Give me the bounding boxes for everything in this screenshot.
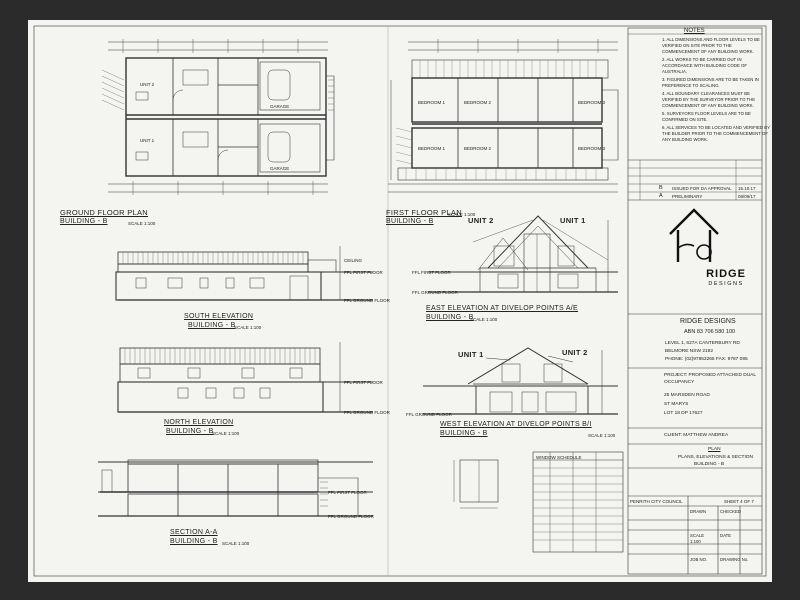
revision-date: 15.10.17 [738, 186, 756, 191]
north-elevation-title: NORTH ELEVATION [164, 419, 234, 426]
notes-list: 1. ALL DIMENSIONS AND FLOOR LEVELS TO BE… [662, 37, 770, 143]
level-ceiling-south: CEILING [344, 258, 363, 263]
job-number-label: JOB NO. [690, 557, 708, 562]
north-elevation-subtitle: BUILDING - B [166, 428, 214, 435]
note-item: 4. ALL BOUNDARY CLEARANCES MUST BE VERIF… [662, 91, 756, 108]
level-first-east: FFL FIRST FLOOR [412, 270, 451, 275]
note-item: 6. ALL SERVICES TO BE LOCATED AND VERIFI… [662, 125, 770, 142]
level-ground-section: FFL GROUND FLOOR [328, 514, 374, 519]
plan-label-bedroom-3: BEDROOM 3 [578, 100, 606, 105]
drawing-title-line-2: BUILDING - B [694, 462, 725, 467]
east-elevation-scale: SCALE 1:100 [470, 317, 498, 322]
notes-heading: NOTES [684, 28, 705, 34]
architectural-linework [33, 25, 767, 577]
ground-floor-plan-drawing [101, 39, 335, 195]
client-name: CLIENT: MATTHEW ANDREA [664, 433, 729, 438]
north-elevation-scale: SCALE 1:100 [212, 431, 240, 436]
first-floor-plan-title: FIRST FLOOR PLAN [386, 208, 462, 217]
east-elevation-title: EAST ELEVATION AT DIVELOP POINTS A/E [426, 305, 579, 312]
level-ground-south: FFL GROUND FLOOR [344, 298, 390, 303]
east-elevation-unit-left: UNIT 2 [468, 216, 494, 225]
north-elevation-drawing [117, 342, 373, 413]
window-schedule-drawing [453, 451, 624, 553]
first-floor-plan-drawing [388, 39, 619, 193]
level-first-section: FFL FIRST FLOOR [328, 490, 367, 495]
window-schedule-title: WINDOW SCHEDULE [536, 455, 582, 460]
west-elevation-title: WEST ELEVATION AT DIVELOP POINTS B/I [440, 421, 592, 428]
revision-desc: ISSUED FOR DA APPROVAL [672, 186, 732, 191]
first-floor-plan-subtitle: BUILDING - B [386, 218, 434, 225]
title-block-frame [627, 27, 763, 575]
plan-label-garage-lower: GARAGE [270, 166, 290, 171]
west-elevation-drawing [423, 347, 618, 415]
revision-desc: PRELIMINARY [672, 194, 703, 199]
drawing-heading: PLAN [708, 447, 721, 452]
site-lot: LOT 18 DP 17627 [664, 411, 703, 416]
firm-address-1: LEVEL 1, 627A CANTERBURY RD [665, 341, 740, 346]
firm-address-2: BELMORE NSW 2192 [665, 349, 713, 354]
west-elevation-scale: SCALE 1:100 [588, 433, 616, 438]
revision-rev: A [659, 193, 663, 199]
sheet-number: SHEET 4 OF 7 [724, 499, 754, 504]
plan-label-unit-2: UNIT 2 [140, 82, 155, 87]
ridge-designs-logo-mark [669, 208, 719, 262]
revision-date: 08/09/17 [738, 194, 756, 199]
firm-phone: PHONE: (02)97853265 FAX: 9787 095 [665, 357, 748, 362]
note-item: 1. ALL DIMENSIONS AND FLOOR LEVELS TO BE… [662, 37, 760, 54]
revision-rev: B [659, 185, 663, 191]
council-name: PENRITH CITY COUNCIL [630, 499, 683, 504]
south-elevation-subtitle: BUILDING - B [188, 322, 236, 329]
south-elevation-drawing [115, 246, 373, 301]
south-elevation-title: SOUTH ELEVATION [184, 313, 254, 320]
project-name: PROJECT: PROPOSED ATTACHED DUAL OCCUPANC… [664, 373, 756, 385]
level-ground-north: FFL GROUND FLOOR [344, 410, 390, 415]
site-address-1: 25 MARSDEN ROAD [664, 393, 710, 398]
drawing-title-line-1: PLANS, ELEVATIONS & SECTION [678, 455, 753, 460]
plan-label-bedroom-2: BEDROOM 2 [464, 100, 492, 105]
firm-abn: ABN 83 706 580 100 [684, 329, 736, 335]
drawn-label: DRAWN [690, 509, 707, 514]
drawing-number-label: DRAWING No. [720, 557, 749, 562]
level-ground-east: FFL GROUND FLOOR [412, 290, 458, 295]
section-title: SECTION A-A [170, 529, 218, 536]
plan-label-bedroom-2-lower: BEDROOM 2 [464, 146, 492, 151]
plan-label-bedroom-1: BEDROOM 1 [418, 100, 446, 105]
first-floor-plan-scale: SCALE 1:100 [448, 212, 476, 217]
level-ground-west: FFL GROUND FLOOR [406, 412, 452, 417]
east-elevation-subtitle: BUILDING - B [426, 314, 474, 321]
scale-value: 1:100 [690, 539, 701, 544]
logo-sub: DESIGNS [708, 281, 744, 287]
level-first-south: FFL FIRST FLOOR [344, 270, 383, 275]
ground-floor-plan-subtitle: BUILDING - B [60, 218, 108, 225]
section-scale: SCALE 1:100 [222, 541, 250, 546]
east-elevation-drawing [428, 215, 618, 293]
scale-label: SCALE [690, 533, 705, 538]
plan-label-bedroom-3-lower: BEDROOM 3 [578, 146, 606, 151]
note-item: 2. ALL WORKS TO BE CARRIED OUT IN ACCORD… [662, 57, 747, 74]
drawing-sheet: GROUND FLOOR PLAN BUILDING - B SCALE 1:1… [28, 20, 772, 582]
checked-label: CHECKED [720, 509, 742, 514]
west-elevation-unit-left: UNIT 1 [458, 350, 484, 359]
site-address-2: ST MARYS [664, 402, 689, 407]
note-item: 5. SURVEYORS FLOOR LEVELS ARE TO BE CONF… [662, 111, 751, 122]
east-elevation-unit-right: UNIT 1 [560, 216, 586, 225]
west-elevation-subtitle: BUILDING - B [440, 430, 488, 437]
section-subtitle: BUILDING - B [170, 538, 218, 545]
plan-label-bedroom-1-lower: BEDROOM 1 [418, 146, 446, 151]
ground-floor-plan-title: GROUND FLOOR PLAN [60, 208, 149, 217]
south-elevation-scale: SCALE 1:100 [234, 325, 262, 330]
note-item: 3. FIGURED DIMENSIONS ARE TO BE TAKEN IN… [662, 77, 759, 88]
firm-name: RIDGE DESIGNS [680, 318, 736, 325]
plan-label-unit-1: UNIT 1 [140, 138, 155, 143]
level-first-north: FFL FIRST FLOOR [344, 380, 383, 385]
logo-brand: RIDGE [706, 268, 746, 280]
ground-floor-plan-scale: SCALE 1:100 [128, 221, 156, 226]
plan-label-garage-upper: GARAGE [270, 104, 290, 109]
date-label: DATE [720, 533, 732, 538]
section-drawing [98, 459, 373, 517]
west-elevation-unit-right: UNIT 2 [562, 348, 588, 357]
